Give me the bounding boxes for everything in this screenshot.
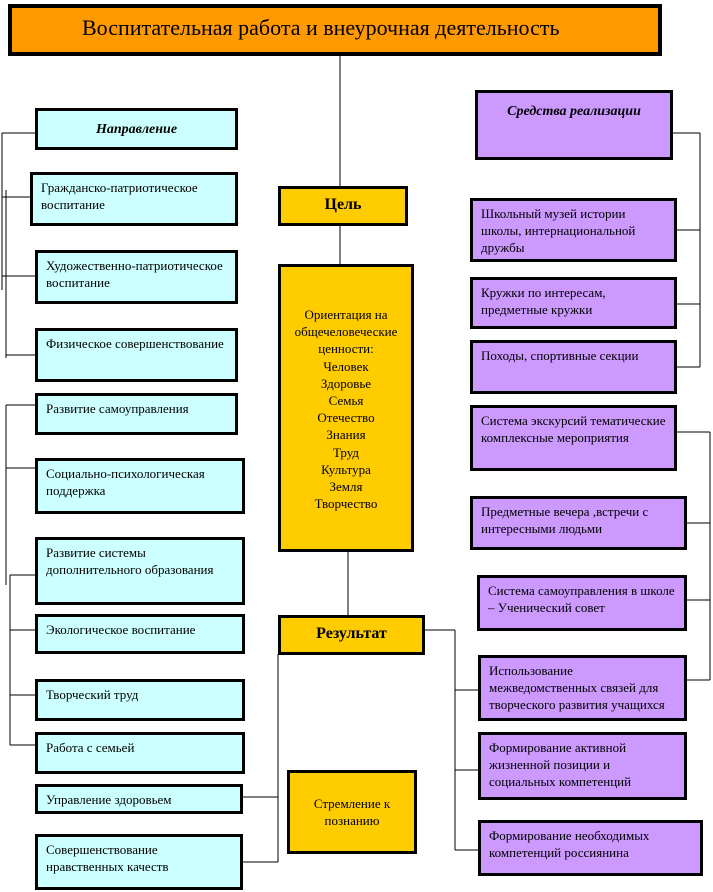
goal-line: Здоровье	[320, 375, 372, 391]
means-item-clubs: Кружки по интересам, предметные кружки	[470, 277, 677, 329]
goal-line: общечеловеческие	[294, 324, 398, 340]
goal-line: Земля	[329, 479, 363, 495]
diagram-title: Воспитательная работа и внеурочная деяте…	[8, 4, 662, 56]
goal-line: Отечество	[317, 410, 375, 426]
direction-item-ecological: Экологическое воспитание	[35, 614, 245, 654]
direction-item-self-government: Развитие самоуправления	[35, 393, 238, 435]
means-item-self-government: Система самоуправления в школе – Учениче…	[477, 575, 687, 631]
means-header: Средства реализации	[475, 90, 673, 160]
result-text: Стремление к познанию	[287, 770, 417, 854]
result-header: Результат	[278, 615, 425, 655]
goal-line: ценности:	[318, 341, 374, 357]
goal-values: Ориентация на общечеловеческие ценности:…	[278, 264, 414, 552]
direction-item-health: Управление здоровьем	[35, 784, 243, 814]
means-item-competencies: Формирование необходимых компетенций рос…	[478, 820, 703, 876]
means-item-museum: Школьный музей истории школы, интернацио…	[470, 198, 677, 262]
goal-line: Человек	[323, 358, 369, 374]
direction-item-civic-patriotic: Гражданско-патриотическое воспитание	[30, 172, 238, 226]
direction-item-moral-qualities: Совершенствование нравственных качеств	[35, 834, 243, 890]
means-item-interagency: Использование межведомственных связей дл…	[478, 655, 687, 721]
direction-item-social-support: Социально-психологическая поддержка	[35, 458, 245, 514]
goal-header: Цель	[278, 186, 408, 226]
title-text: Воспитательная работа и внеурочная деяте…	[82, 15, 560, 40]
direction-item-additional-education: Развитие системы дополнительного образов…	[35, 537, 245, 605]
goal-line: Культура	[321, 461, 371, 477]
means-item-excursions: Система экскурсий тематические комплексн…	[470, 405, 677, 471]
goal-line: Знания	[326, 427, 366, 443]
direction-item-family: Работа с семьей	[35, 732, 245, 774]
goal-line: Творчество	[314, 496, 378, 512]
goal-line: Семья	[328, 393, 364, 409]
means-item-active-position: Формирование активной жизненной позиции …	[478, 732, 687, 800]
direction-item-artistic-patriotic: Художественно-патриотическое воспитание	[35, 250, 238, 304]
means-item-hikes-sports: Походы, спортивные секции	[470, 340, 677, 394]
goal-line: Ориентация на	[304, 307, 388, 322]
goal-line: Труд	[332, 444, 360, 460]
direction-item-creative-labor: Творческий труд	[35, 679, 245, 721]
means-item-evenings: Предметные вечера ,встречи с интересными…	[470, 496, 687, 550]
directions-header: Направление	[35, 108, 238, 150]
direction-item-physical: Физическое совершенствование	[35, 328, 238, 382]
